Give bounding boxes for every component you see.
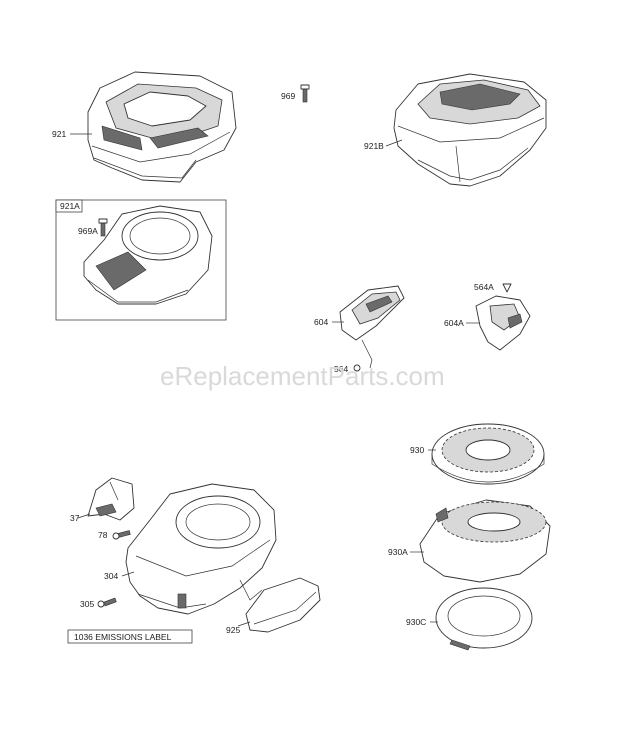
label-304: 304 (104, 571, 118, 581)
kit-label-921A: 921A (60, 201, 80, 211)
emissions-label-box: 1036 EMISSIONS LABEL (67, 629, 193, 644)
part-604A-guard (475, 295, 531, 351)
part-305-screw (97, 597, 117, 608)
label-921: 921 (52, 129, 66, 139)
watermark: eReplacementParts.com (160, 361, 445, 391)
label-930A: 930A (388, 547, 408, 557)
part-925-deflector (245, 577, 321, 633)
part-921-cover (87, 71, 237, 183)
part-921B-cover (393, 73, 547, 187)
kit-921A-box: 921A (55, 199, 227, 321)
label-37: 37 (70, 513, 80, 523)
label-305: 305 (80, 599, 94, 609)
part-564A-screw (502, 283, 512, 293)
part-604-guard (339, 285, 405, 369)
part-930A-cover (419, 499, 551, 583)
label-930C: 930C (406, 617, 426, 627)
label-969: 969 (281, 91, 295, 101)
label-604A: 604A (444, 318, 464, 328)
part-304-housing (125, 483, 277, 615)
part-930-screen (431, 423, 545, 485)
part-564-screw (353, 364, 361, 372)
emissions-label-text: 1036 EMISSIONS LABEL (74, 632, 172, 642)
label-564A: 564A (474, 282, 494, 292)
label-604: 604 (314, 317, 328, 327)
part-37-guide (87, 477, 135, 521)
label-78: 78 (98, 530, 108, 540)
part-969-screw (300, 84, 310, 103)
label-930: 930 (410, 445, 424, 455)
label-564: 564 (334, 364, 348, 374)
part-78-screw (112, 530, 131, 540)
label-969A: 969A (78, 226, 98, 236)
label-921B: 921B (364, 141, 384, 151)
label-925: 925 (226, 625, 240, 635)
part-930C-ring (435, 587, 533, 651)
part-921A-cover (83, 205, 213, 305)
